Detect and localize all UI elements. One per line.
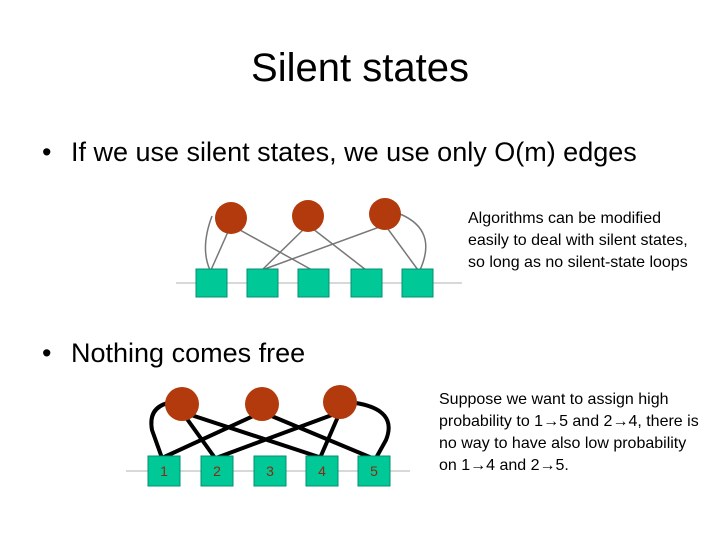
state-label: 1 [160, 463, 168, 479]
edge [399, 213, 427, 271]
bullet-marker: • [42, 338, 52, 368]
edge [260, 410, 374, 460]
state-node-1 [147, 455, 181, 487]
edge [261, 224, 386, 271]
edge [261, 224, 309, 271]
state-node-5 [357, 455, 391, 487]
state-node-3 [253, 455, 287, 487]
state-node-2 [200, 455, 234, 487]
edge [149, 401, 170, 460]
edge [318, 410, 342, 460]
edge [180, 410, 324, 460]
diagram-numbered-states: 1 2 3 4 5 [126, 385, 410, 487]
state-node [350, 268, 383, 298]
bullet-marker: • [42, 137, 52, 167]
edge [230, 224, 313, 271]
bullet-text: If we use silent states, we use only O(m… [71, 137, 637, 167]
silent-state-node [292, 200, 324, 232]
state-node [401, 268, 434, 298]
diagram-silent-states [176, 198, 462, 298]
edge [204, 215, 213, 271]
note-algorithms: Algorithms can be modified easily to dea… [468, 210, 688, 271]
edge [307, 224, 367, 271]
silent-state-node [369, 198, 401, 230]
silent-state-node [245, 387, 279, 421]
state-label: 5 [370, 463, 378, 479]
bullet-nothing-free: • Nothing comes free [42, 337, 442, 370]
state-node [195, 268, 228, 298]
edge [160, 410, 264, 460]
silent-state-node [165, 387, 199, 421]
state-label: 4 [318, 463, 326, 479]
state-node-4 [305, 455, 339, 487]
bullet-text: Nothing comes free [71, 338, 306, 368]
state-node [297, 268, 330, 298]
state-label: 3 [266, 463, 274, 479]
edge [214, 410, 342, 460]
slide-title: Silent states [251, 46, 469, 90]
silent-state-node [215, 202, 247, 234]
bullet-silent-states: • If we use silent states, we use only O… [42, 136, 682, 169]
edge [384, 224, 419, 271]
note-probability: Suppose we want to assign high probabili… [439, 391, 699, 474]
state-label: 2 [213, 463, 221, 479]
state-node [246, 268, 279, 298]
edge [354, 401, 391, 460]
silent-state-node [323, 385, 357, 419]
